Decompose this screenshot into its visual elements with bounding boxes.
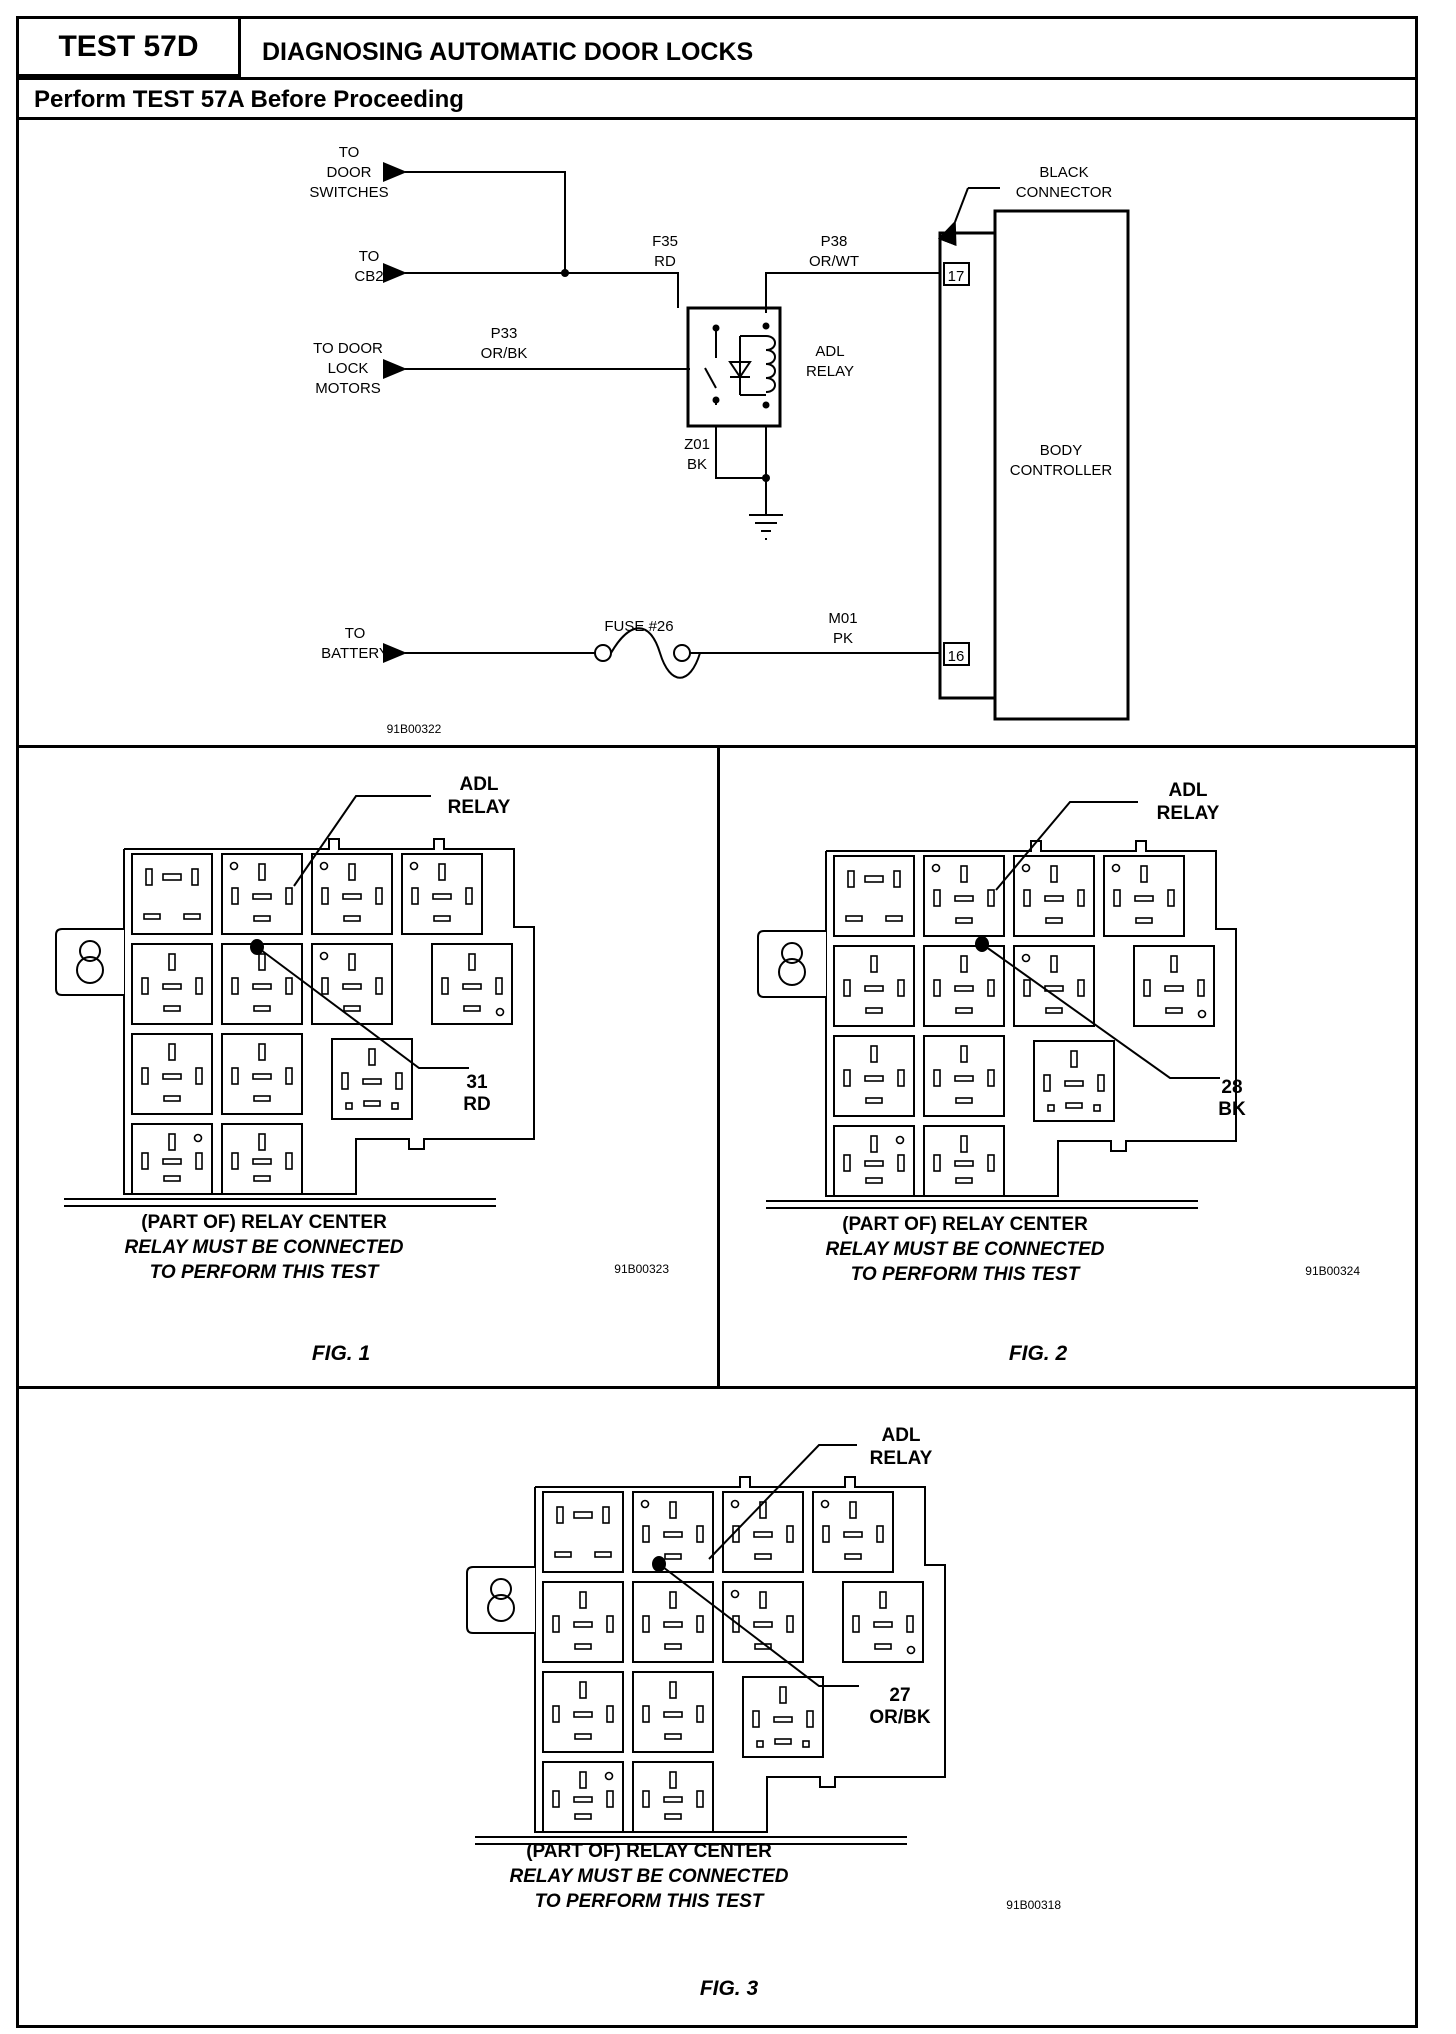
svg-text:CONNECTOR: CONNECTOR [1016, 184, 1113, 201]
page-subtitle: Perform TEST 57A Before Proceeding [34, 86, 464, 113]
adl-relay-label: RELAY [448, 797, 511, 818]
label-fuse: FUSE #26 [604, 618, 673, 635]
caption-note: RELAY MUST BE CONNECTED [509, 1866, 788, 1887]
adl-relay-leader [708, 1444, 857, 1560]
adl-relay-label: ADL [1168, 780, 1207, 801]
svg-text:CONTROLLER: CONTROLLER [1010, 462, 1113, 479]
splice-dot [561, 269, 569, 277]
relay-center [466, 1476, 946, 1845]
caption-note: TO PERFORM THIS TEST [535, 1891, 765, 1912]
label-to-door-switches: TO [339, 144, 360, 161]
keyhole-icon [781, 942, 803, 964]
test-id: TEST 57D [19, 19, 241, 77]
wire-color: BK [1218, 1099, 1246, 1120]
figure-label: FIG. 1 [312, 1342, 370, 1365]
relay-socket [542, 1491, 624, 1573]
relay-center [757, 840, 1237, 1209]
schematic-code: 91B00322 [387, 722, 442, 736]
label-adl-relay: ADL [815, 343, 844, 360]
relay-center [55, 838, 535, 1207]
svg-text:BATTERY: BATTERY [321, 645, 389, 662]
relay-socket [833, 855, 915, 937]
figure-code: 91B00318 [1006, 1898, 1061, 1912]
label-wire-p33: P33 [491, 325, 518, 342]
pin-16: 16 [948, 648, 965, 665]
wire-number: 27 [889, 1685, 910, 1706]
label-to-cb2: TO [359, 248, 380, 265]
pin-17-box [943, 262, 970, 286]
adl-relay-box [686, 306, 782, 428]
label-wire-z01: Z01 [684, 436, 710, 453]
label-wire-m01: M01 [828, 610, 857, 627]
header-divider [19, 77, 1415, 80]
svg-text:OR/BK: OR/BK [481, 345, 528, 362]
label-black-connector: BLACK [1039, 164, 1088, 181]
relay-coil [765, 335, 776, 393]
figure-code: 91B00323 [614, 1262, 669, 1276]
svg-text:PK: PK [833, 630, 853, 647]
wire-color: OR/BK [869, 1707, 931, 1728]
adl-relay-label: ADL [459, 774, 498, 795]
body-controller [993, 209, 1130, 721]
caption-relay-center: (PART OF) RELAY CENTER [842, 1214, 1088, 1235]
svg-text:MOTORS: MOTORS [315, 380, 381, 397]
fuse-icon [610, 627, 701, 679]
figures-vertical-divider [717, 745, 720, 1387]
label-wire-p38: P38 [821, 233, 848, 250]
svg-text:DOOR: DOOR [327, 164, 372, 181]
adl-relay-label: RELAY [870, 1448, 933, 1469]
figure-code: 91B00324 [1305, 1264, 1360, 1278]
figure-label: FIG. 2 [1009, 1342, 1068, 1365]
adl-relay-label: RELAY [1157, 803, 1220, 824]
svg-text:CB2: CB2 [354, 268, 383, 285]
svg-text:SWITCHES: SWITCHES [309, 184, 388, 201]
keyhole-icon [490, 1578, 512, 1600]
door-switches-wire [383, 162, 566, 273]
adl-relay-leader [995, 801, 1138, 891]
wire-leader [658, 1563, 859, 1687]
subtitle-divider [19, 117, 1415, 120]
figure-label: FIG. 3 [700, 1977, 759, 2000]
page-title: DIAGNOSING AUTOMATIC DOOR LOCKS [262, 38, 754, 66]
svg-text:OR/WT: OR/WT [809, 253, 859, 270]
pin-16-box [943, 642, 970, 666]
caption-note: RELAY MUST BE CONNECTED [124, 1237, 403, 1258]
caption-note: RELAY MUST BE CONNECTED [825, 1239, 1104, 1260]
connector-pointer [937, 187, 969, 247]
wire-number: 28 [1221, 1077, 1242, 1098]
svg-text:RELAY: RELAY [806, 363, 854, 380]
label-body-controller: BODY [1040, 442, 1083, 459]
fig3-divider [19, 1386, 1415, 1389]
label-to-battery: TO [345, 625, 366, 642]
caption-note: TO PERFORM THIS TEST [851, 1264, 1081, 1285]
relay-socket [131, 853, 213, 935]
wiring-schematic: TO DOOR SWITCHES TO CB2 TO DOOR LOCK MOT… [309, 144, 1130, 736]
pin-17: 17 [948, 268, 965, 285]
svg-text:LOCK: LOCK [328, 360, 369, 377]
page-frame [16, 16, 1418, 2028]
wire-color: RD [463, 1094, 490, 1115]
caption-relay-center: (PART OF) RELAY CENTER [141, 1212, 387, 1233]
wire-leader [256, 946, 469, 1069]
wire-leader [981, 943, 1220, 1079]
label-wire-f35: F35 [652, 233, 678, 250]
caption-note: TO PERFORM THIS TEST [150, 1262, 380, 1283]
svg-text:RD: RD [654, 253, 676, 270]
adl-relay-leader [293, 795, 431, 887]
p38-wire [765, 272, 940, 313]
svg-text:BK: BK [687, 456, 707, 473]
adl-relay-label: ADL [881, 1425, 920, 1446]
keyhole-icon [79, 940, 101, 962]
cb2-wire [383, 263, 679, 308]
wire-number: 31 [466, 1072, 488, 1093]
label-to-door-lock-motors: TO DOOR [313, 340, 383, 357]
caption-relay-center: (PART OF) RELAY CENTER [526, 1841, 772, 1862]
black-connector [938, 231, 997, 700]
